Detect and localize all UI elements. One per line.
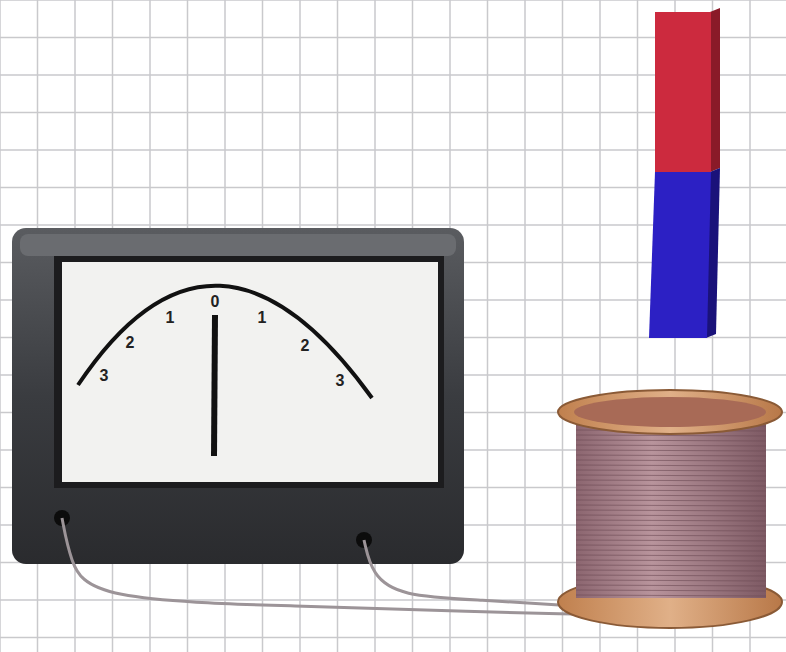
coil-turn <box>576 525 766 526</box>
coil-turn <box>576 470 766 471</box>
coil-turn <box>576 570 766 571</box>
coil-turn <box>576 520 766 521</box>
coil-turn <box>576 445 766 446</box>
grid-line <box>0 0 1 652</box>
magnet-south <box>649 172 711 338</box>
coil-turn <box>576 465 766 466</box>
scale-number: 2 <box>126 335 135 351</box>
meter-top-edge <box>20 234 456 256</box>
grid-line <box>0 0 786 1</box>
coil-turn <box>576 555 766 556</box>
coil-turn <box>576 550 766 551</box>
coil-turn <box>576 580 766 581</box>
meter-face-frame <box>54 256 444 488</box>
scale-number: 2 <box>301 338 310 354</box>
magnet-north <box>655 12 711 172</box>
coil-turn <box>576 480 766 481</box>
needle <box>214 315 215 456</box>
scale-arc <box>78 286 372 398</box>
coil-turn <box>576 475 766 476</box>
coil-turn <box>576 495 766 496</box>
grid-line <box>562 0 564 652</box>
coil-turn <box>576 505 766 506</box>
wires <box>62 518 575 614</box>
coil-winding <box>576 414 766 598</box>
magnet-side <box>710 8 720 172</box>
grid-line <box>524 0 526 652</box>
scale-number: 3 <box>100 368 109 384</box>
coil-turn <box>576 450 766 451</box>
scale-number: 1 <box>166 310 175 326</box>
coil-flange <box>558 390 782 434</box>
scale-number: 0 <box>211 294 220 310</box>
coil-turn <box>576 440 766 441</box>
coil-turn <box>576 585 766 586</box>
coil-turn <box>576 535 766 536</box>
coil-turn <box>576 575 766 576</box>
coil-turn <box>576 515 766 516</box>
coil-turn <box>576 530 766 531</box>
coil-turn <box>576 590 766 591</box>
coil-turn <box>576 490 766 491</box>
meter-face <box>62 262 438 482</box>
coil-turn <box>576 545 766 546</box>
coil-turn <box>576 455 766 456</box>
coil-turn <box>576 565 766 566</box>
coil-turn <box>576 510 766 511</box>
grid-line <box>0 637 786 639</box>
coil-turns <box>576 420 766 596</box>
coil-top <box>574 397 766 427</box>
coil-turn <box>576 435 766 436</box>
coil-turn <box>576 595 766 596</box>
wire <box>62 518 575 614</box>
wire <box>364 540 575 606</box>
coil-turn <box>576 500 766 501</box>
coil-turn <box>576 460 766 461</box>
coil-turn <box>576 560 766 561</box>
meter-body <box>12 228 464 564</box>
grid-line <box>487 0 489 652</box>
scale-number: 3 <box>336 373 345 389</box>
coil-turn <box>576 540 766 541</box>
coil-turn <box>576 485 766 486</box>
scale-number: 1 <box>258 310 267 326</box>
